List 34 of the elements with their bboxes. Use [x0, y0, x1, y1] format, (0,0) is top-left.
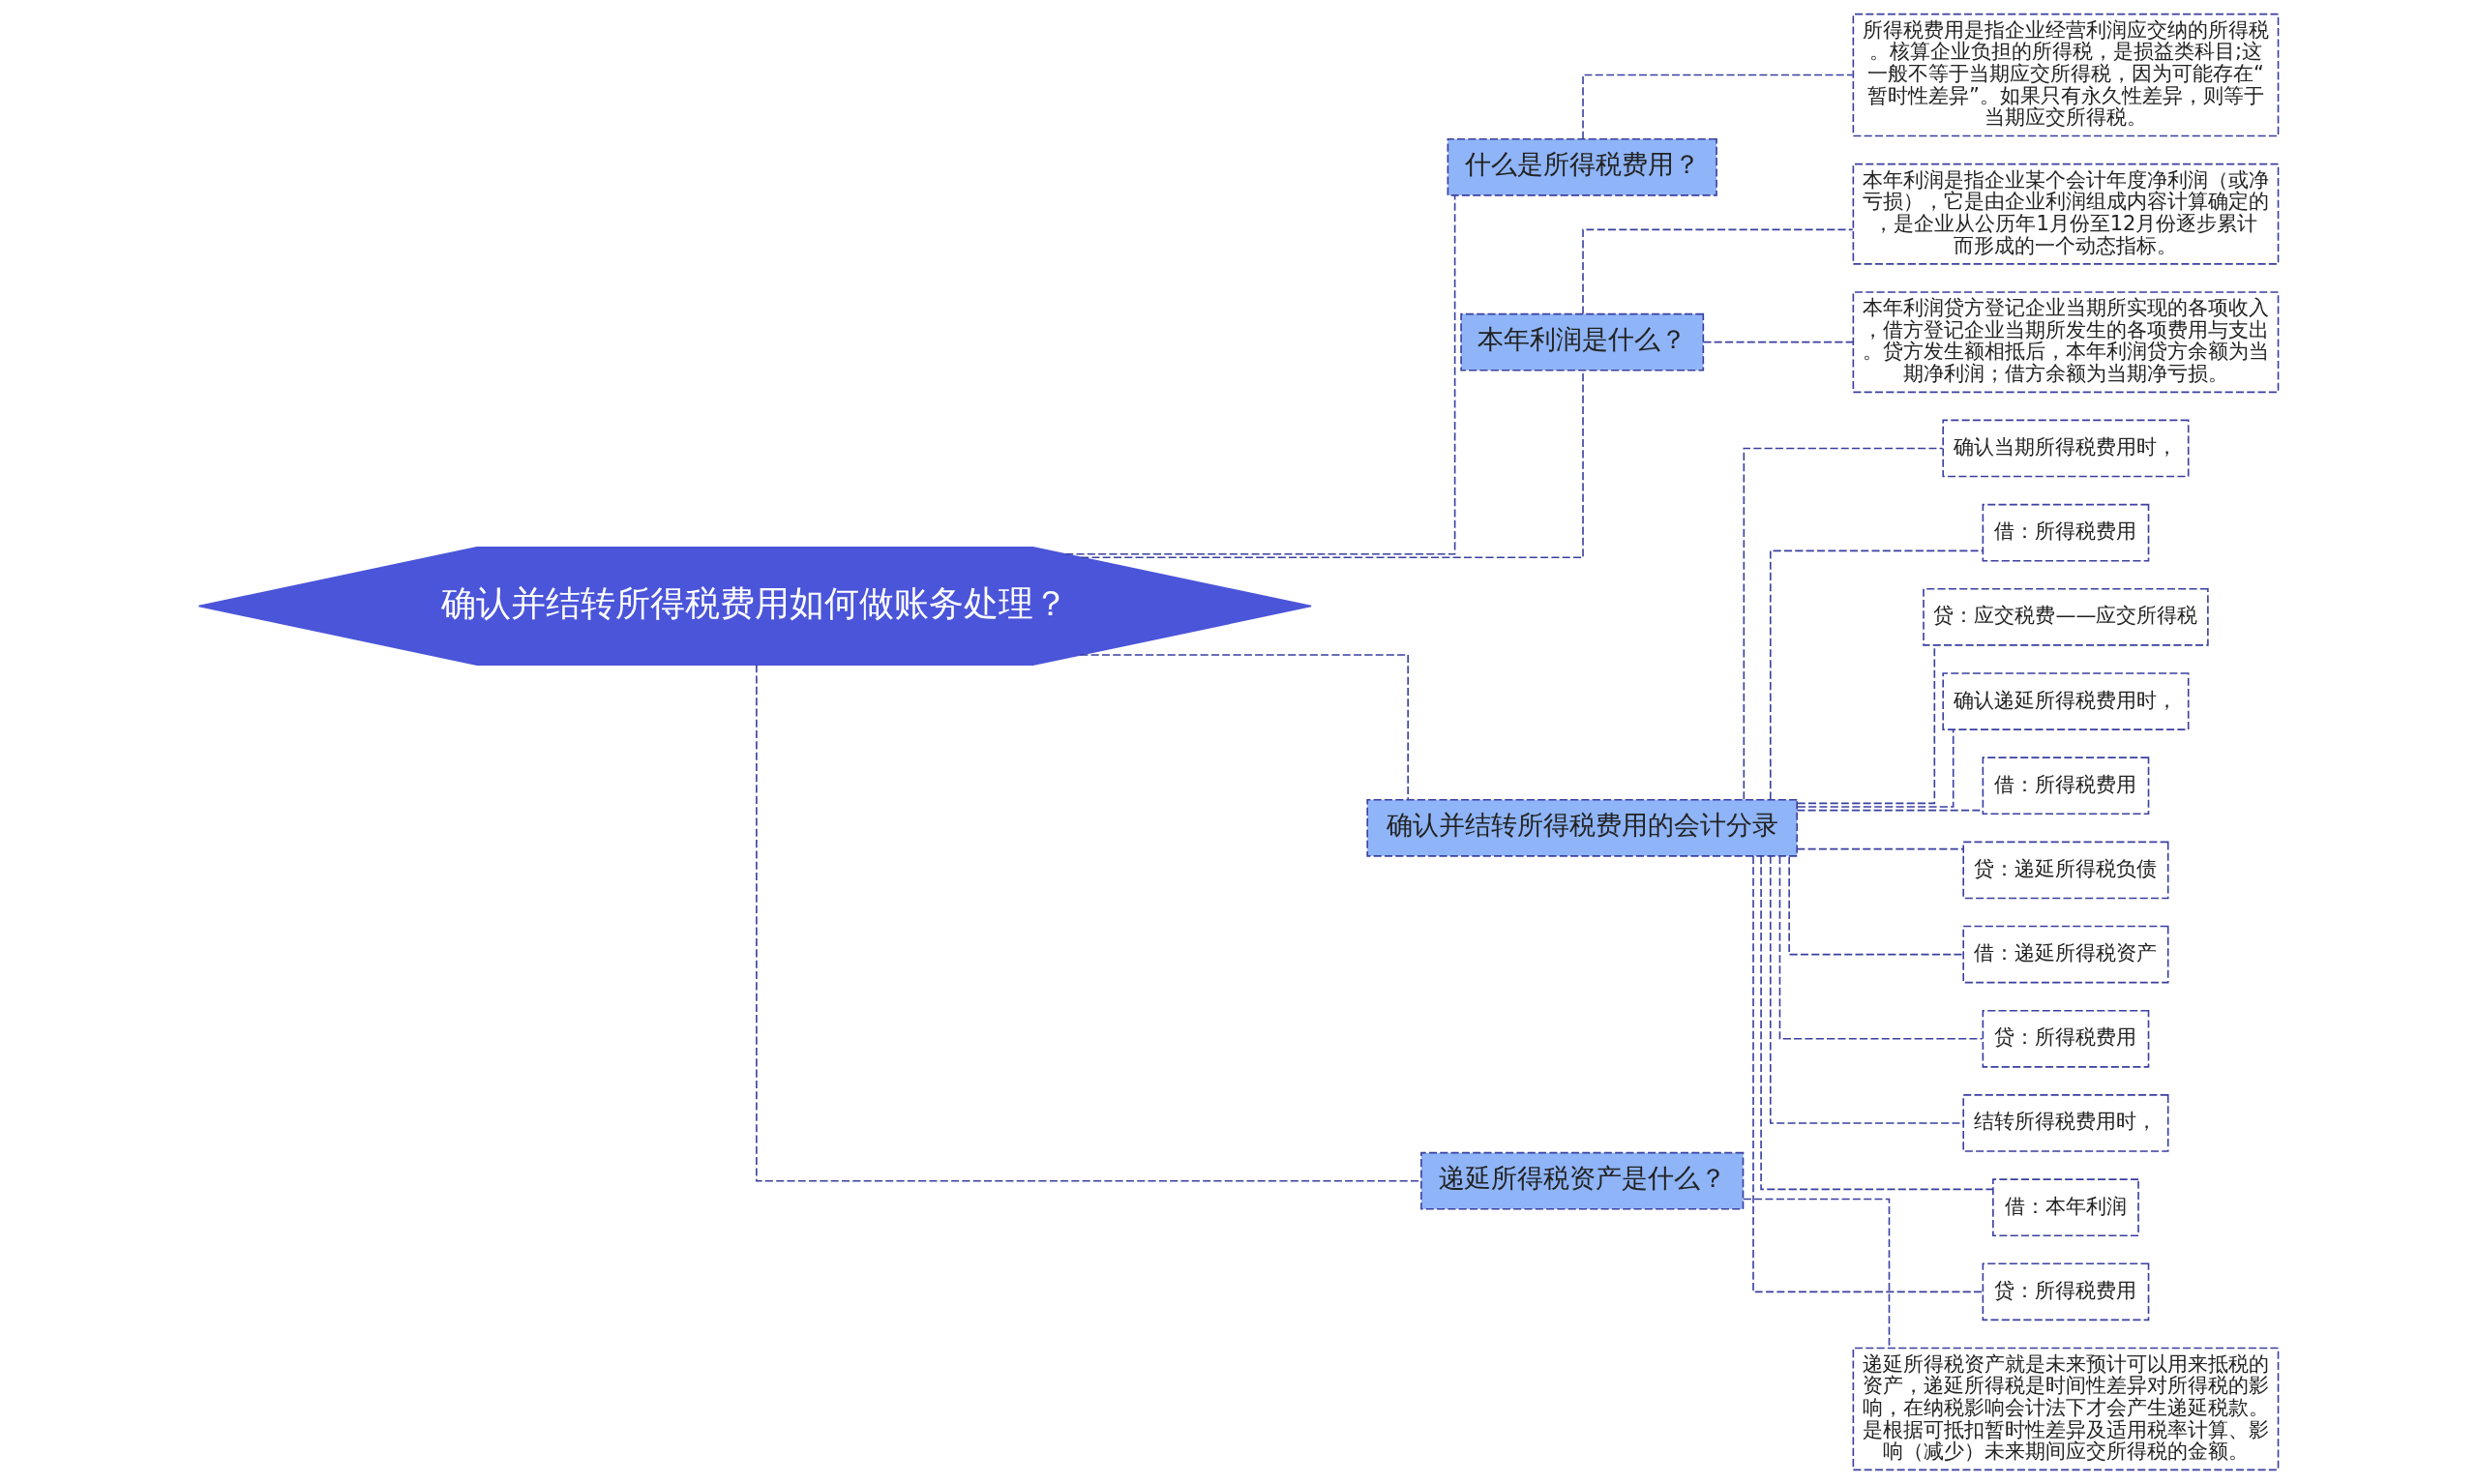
node-box: 借：递延所得税资产: [1962, 925, 2169, 984]
node-box: 结转所得税费用时，: [1962, 1094, 2169, 1152]
node-box: 借：所得税费用: [1982, 757, 2150, 816]
connector: [1769, 549, 1984, 801]
node-box: 递延所得税资产是什么？: [1420, 1151, 1745, 1210]
node-box: 递延所得税资产就是未来预计可以用来抵税的资产，递延所得税是时间性差异对所得税的影响，在纳税影响会计法下才会产生递延税款。是根据可抵扣暂时性差异及适用税率计算、影响（减少）未来期间应交所得税的金额。: [1852, 1347, 2280, 1471]
node-box: 借：所得税费用: [1982, 503, 2150, 562]
node-box: 贷：所得税费用: [1982, 1009, 2150, 1068]
connector: [1788, 855, 1964, 956]
node-box: 所得税费用是指企业经营利润应交纳的所得税。核算企业负担的所得税，是损益类科目;这一般不等于当期应交所得税，因为可能存在“暂时性差异”。如果只有永久性差异，则等于当期应交所得税。: [1852, 13, 2280, 137]
node-box: 确认并结转所得税费用的会计分录: [1366, 798, 1799, 857]
connector: [1582, 228, 1854, 315]
connector: [1796, 728, 1955, 808]
connector: [1702, 341, 1854, 343]
node-box: 贷：所得税费用: [1982, 1262, 2150, 1321]
node-box: 贷：递延所得税负债: [1962, 841, 2169, 900]
connector: [1760, 855, 1994, 1191]
node-box: 确认当期所得税费用时，: [1942, 419, 2190, 478]
node-box: 什么是所得税费用？: [1447, 137, 1717, 196]
node-box: 本年利润贷方登记企业当期所实现的各项收入，借方登记企业当期所发生的各项费用与支出。贷方发生额相抵后，本年利润贷方余额为当期净利润；借方余额为当期净亏损。: [1852, 291, 2280, 394]
node-box: 贷：应交税费——应交所得税: [1923, 587, 2209, 646]
node-box: 本年利润是指企业某个会计年度净利润（或净亏损），它是由企业利润组成内容计算确定的，是企业从公历年1月份至12月份逐步累计而形成的一个动态指标。: [1852, 163, 2280, 265]
node-box: 本年利润是什么？: [1460, 312, 1705, 371]
connector: [1752, 855, 1985, 1293]
node-box: 借：本年利润: [1992, 1178, 2139, 1237]
connector: [1796, 847, 1964, 850]
connector: [1743, 447, 1944, 801]
connector: [1582, 74, 1854, 140]
connector: [1778, 855, 1984, 1040]
connector: [1742, 1198, 1891, 1349]
connector: [1064, 194, 1456, 555]
connector: [1769, 855, 1964, 1124]
connector: [1079, 654, 1409, 801]
node-box: 确认递延所得税费用时，: [1942, 672, 2190, 730]
